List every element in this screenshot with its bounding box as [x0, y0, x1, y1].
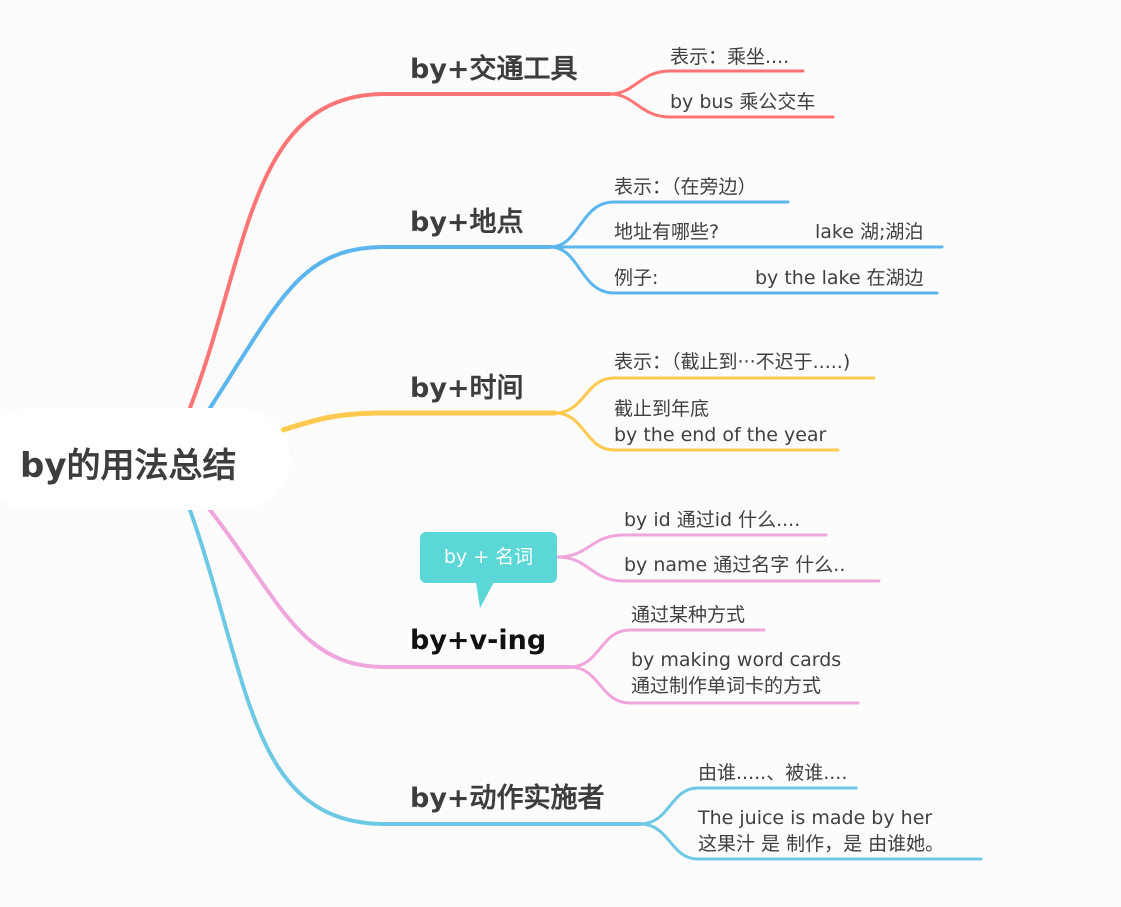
branch-agent[interactable]: by+动作实施者: [410, 783, 605, 814]
topic-noun-name[interactable]: by name 通过名字 什么..: [624, 554, 846, 576]
branch-ving-lines: [208, 508, 881, 705]
branch-time-lines: [280, 376, 876, 452]
topic-ving-meaning[interactable]: 通过某种方式: [631, 604, 746, 626]
branch-transport[interactable]: by+交通工具: [410, 54, 578, 85]
topic-place-meaning[interactable]: 表示：（在旁边）: [614, 176, 757, 198]
topic-agent-meaning[interactable]: 由谁.....、被谁....: [698, 762, 848, 784]
topic-agent-example-en[interactable]: The juice is made by her: [698, 807, 933, 829]
callout-by-noun[interactable]: by + 名词: [420, 532, 557, 583]
callout-tail: [476, 582, 494, 608]
branch-ving[interactable]: by+v-ing: [410, 625, 547, 656]
topic-place-lake[interactable]: lake 湖;湖泊: [815, 221, 924, 243]
topic-transport-example[interactable]: by bus 乘公交车: [670, 91, 816, 113]
topic-agent-example-cn[interactable]: 这果汁 是 制作，是 由谁她。: [698, 833, 945, 855]
branch-transport-lines: [188, 69, 835, 410]
topic-time-meaning[interactable]: 表示：（截止到···不迟于.....): [614, 351, 851, 373]
topic-transport-meaning[interactable]: 表示：乘坐....: [670, 46, 790, 68]
branch-time[interactable]: by+时间: [410, 373, 524, 404]
branch-place[interactable]: by+地点: [410, 207, 524, 238]
topic-place-question[interactable]: 地址有哪些?: [614, 221, 720, 243]
topic-place-example-label[interactable]: 例子:: [614, 267, 659, 289]
root-title: by的用法总结: [20, 446, 237, 486]
branch-place-lines: [208, 200, 944, 410]
topic-place-example[interactable]: by the lake 在湖边: [755, 267, 924, 289]
root-topic[interactable]: by的用法总结: [0, 408, 290, 510]
topic-ving-example-en[interactable]: by making word cards: [631, 649, 842, 671]
topic-ving-example-cn[interactable]: 通过制作单词卡的方式: [631, 675, 822, 697]
branch-agent-lines: [188, 508, 983, 861]
topic-time-example-cn[interactable]: 截止到年底: [614, 398, 710, 420]
topic-noun-id[interactable]: by id 通过id 什么....: [624, 509, 801, 531]
topic-time-example-en[interactable]: by the end of the year: [614, 424, 827, 446]
